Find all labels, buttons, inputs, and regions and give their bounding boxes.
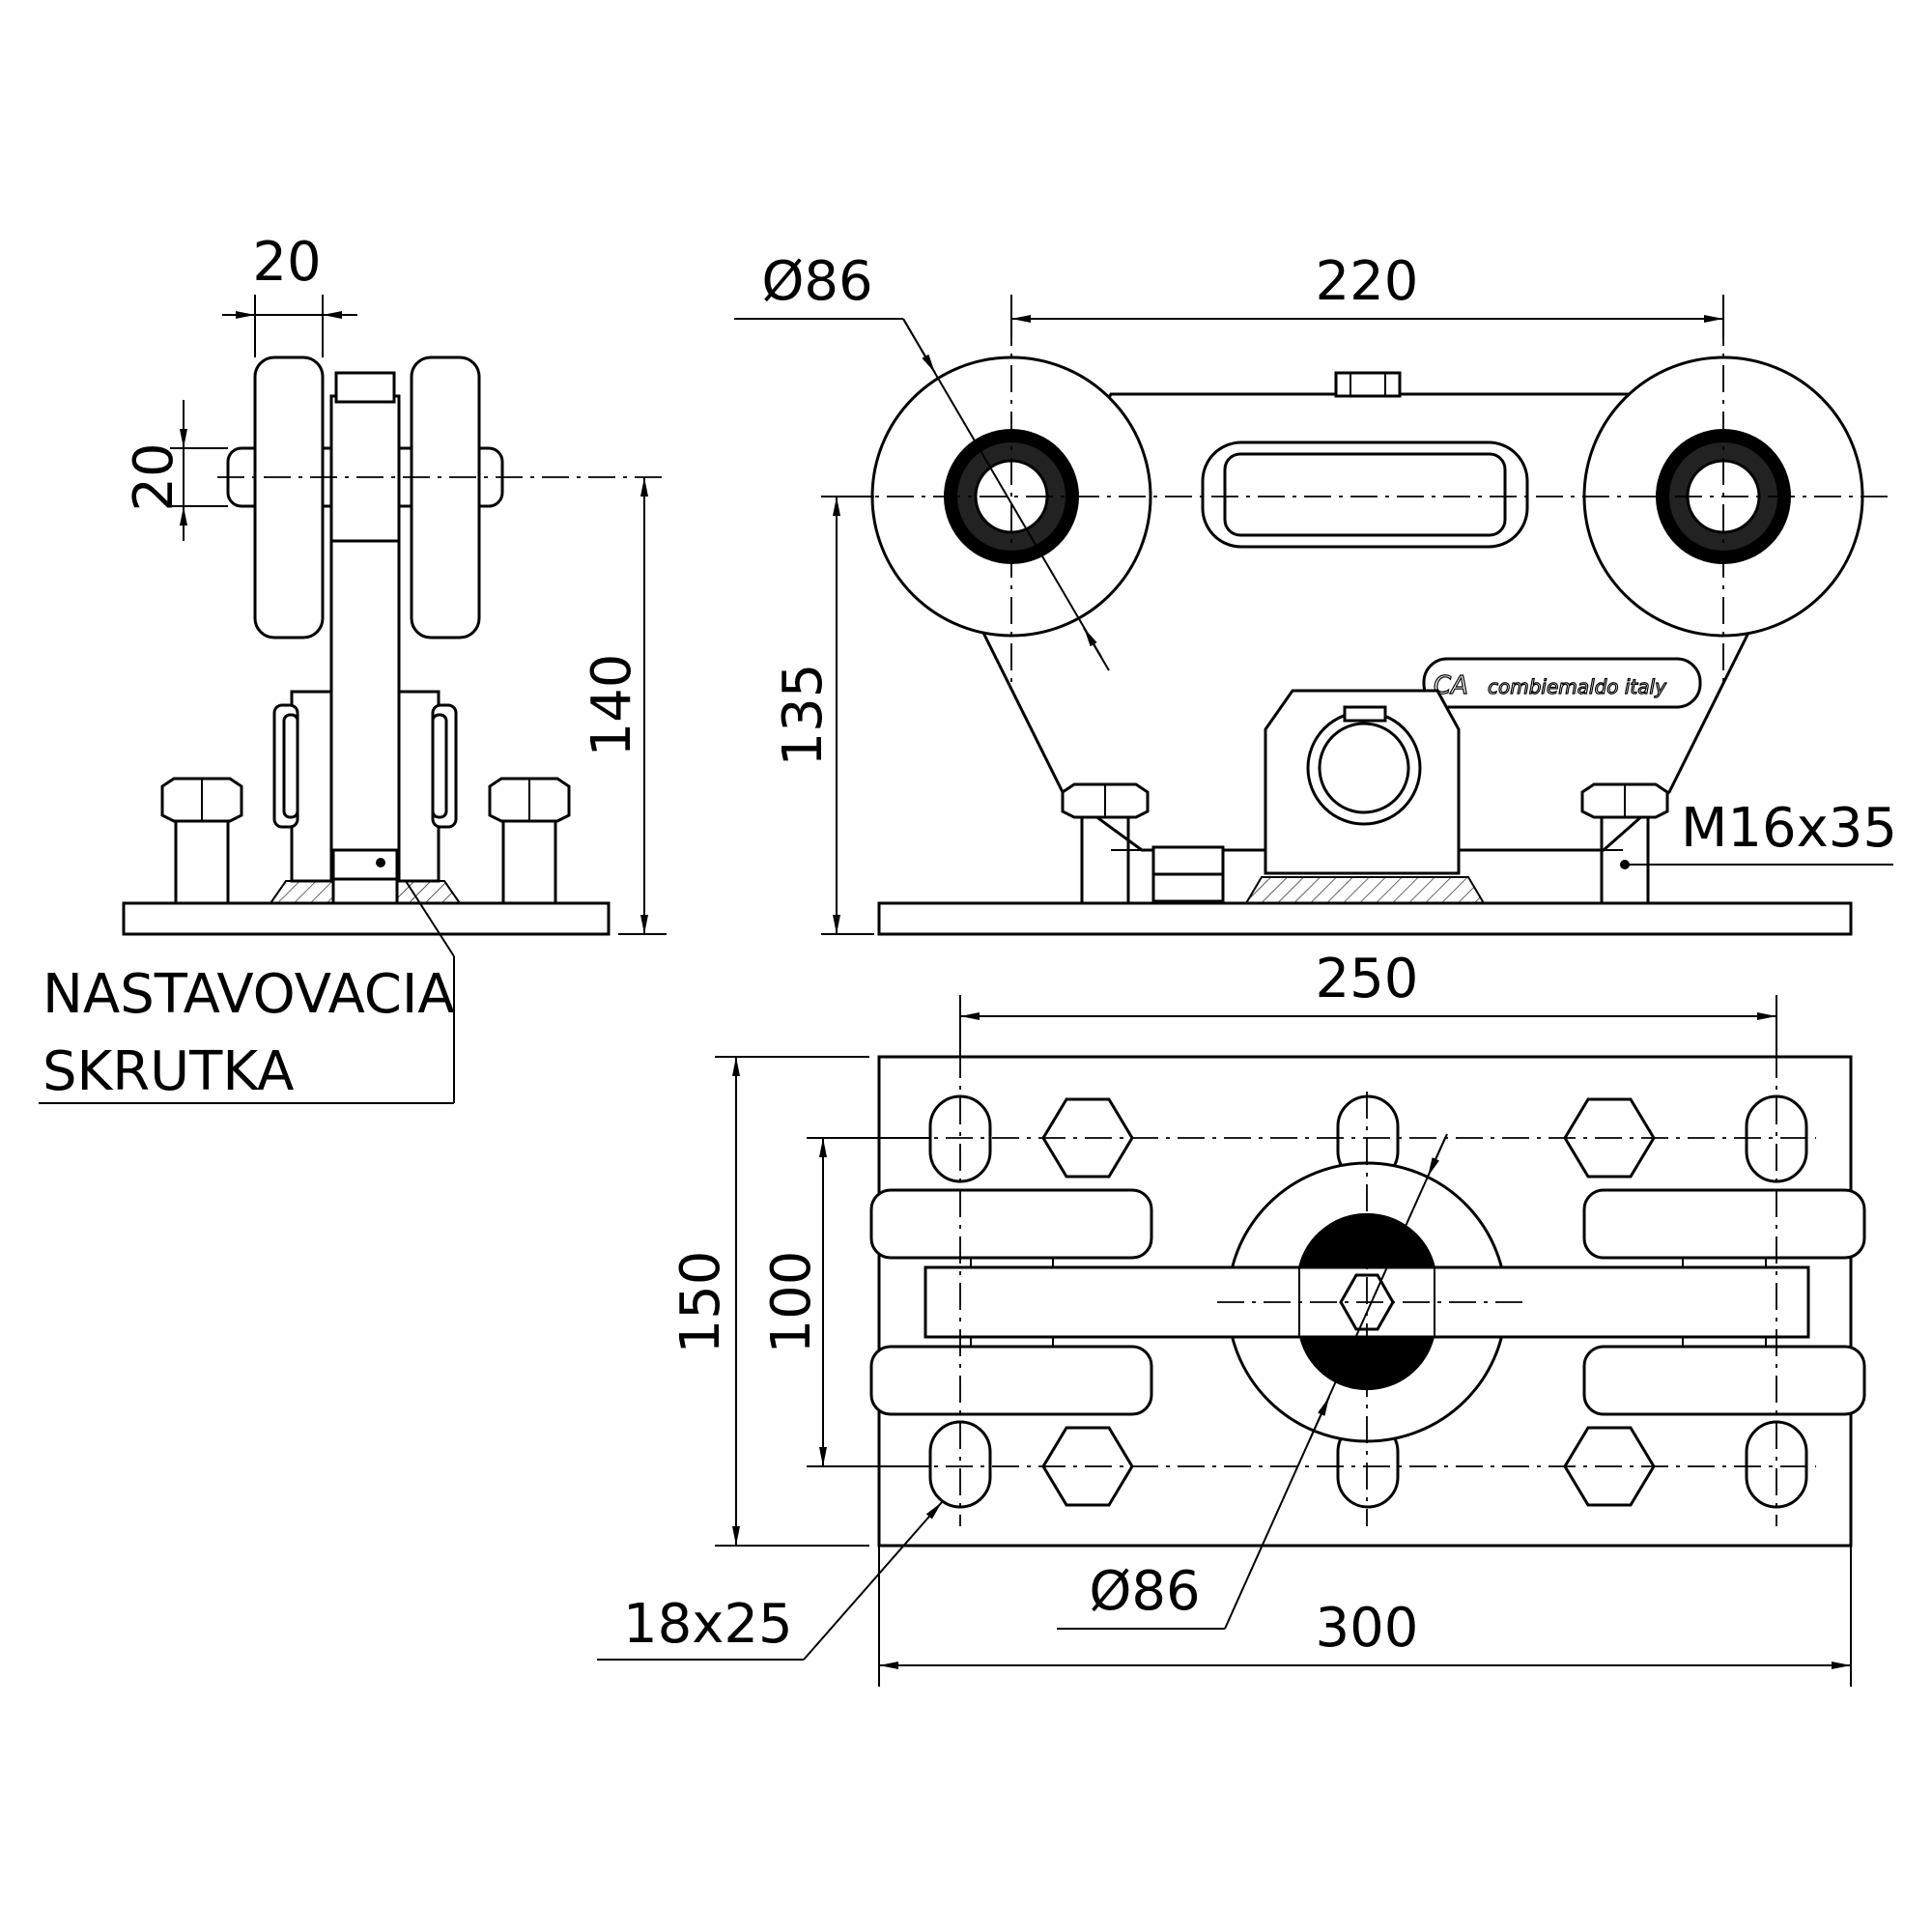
dim-top-slot-pitch: 100: [760, 1251, 823, 1354]
dim-front-wheel-spacing: 220: [1316, 250, 1419, 313]
front-view: CA combiemaldo italy Ø86: [734, 250, 1897, 936]
front-bolt-right: [1580, 782, 1669, 905]
side-bolt-right: [488, 777, 571, 905]
side-adjust-nut: [331, 848, 399, 881]
note-front-bolt: M16x35: [1681, 797, 1897, 860]
dim-side-height: 140: [581, 654, 643, 757]
dim-top-slot-size: 18x25: [623, 1593, 793, 1656]
front-slot-outer: [1201, 440, 1529, 549]
side-bolt-left: [160, 777, 243, 905]
top-wheel-left-lower: [869, 1345, 1153, 1416]
side-view: 20 20 140 NASTAVOVACIA SKRUTKA: [39, 231, 667, 1104]
side-wheel-left: [253, 355, 325, 639]
front-bolt-left: [1061, 782, 1150, 905]
front-base-plate: [877, 901, 1853, 936]
front-adjust-pad: [1244, 876, 1486, 904]
dim-top-wheel-diameter: Ø86: [1089, 1560, 1200, 1623]
front-slot-inner: [1223, 452, 1507, 537]
top-base-plate: [877, 1055, 1853, 1548]
side-bushing-left: [272, 703, 299, 829]
svg-text:combiemaldo italy: combiemaldo italy: [1488, 675, 1667, 698]
dim-front-wheel-diameter: Ø86: [761, 250, 872, 313]
front-top-nut: [1334, 371, 1402, 398]
dim-front-axle-height: 135: [772, 664, 835, 767]
dim-top-slot-spacing: 250: [1316, 948, 1419, 1010]
dim-top-plate-length: 300: [1316, 1597, 1419, 1660]
note-adjust-screw-line2: SKRUTKA: [43, 1040, 294, 1103]
dim-side-axle: 20: [123, 442, 185, 511]
side-base-plate: [122, 901, 611, 936]
note-adjust-screw-line1: NASTAVOVACIA: [43, 963, 455, 1026]
top-view: 250 150 100 18x25 Ø86 300: [597, 948, 1866, 1687]
front-center-pin: [1306, 710, 1422, 826]
front-logo: CA combiemaldo italy: [1422, 657, 1702, 709]
dim-top-plate-width: 150: [669, 1251, 732, 1354]
top-wheel-right-upper: [1582, 1188, 1866, 1260]
front-adjust-nuts: [1151, 845, 1225, 876]
side-wheel-right: [410, 355, 481, 639]
side-bushing-right: [431, 703, 458, 829]
top-wheel-right-lower: [1582, 1345, 1866, 1416]
dim-side-wheel-width: 20: [252, 231, 321, 294]
top-wheel-left-upper: [869, 1188, 1153, 1260]
